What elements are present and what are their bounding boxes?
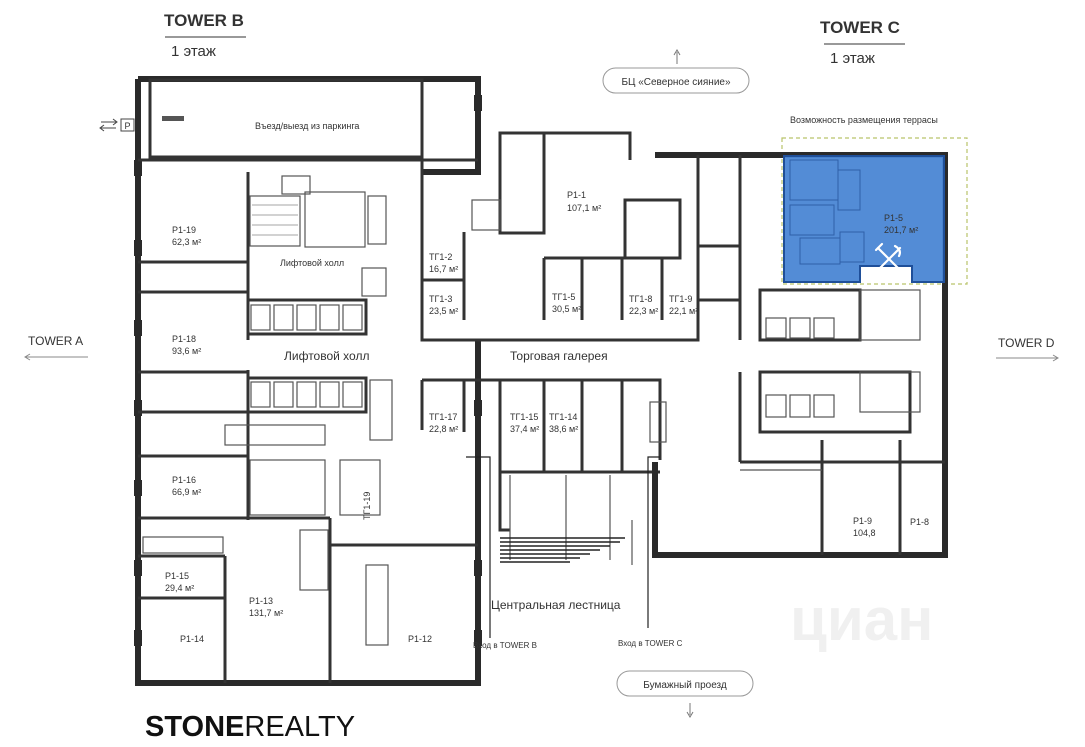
svg-text:107,1 м²: 107,1 м² [567,203,601,213]
svg-text:P1-1: P1-1 [567,190,586,200]
tg1-19-label: ТГ1-19 [362,492,372,520]
tower-c-plan: Возможность размещения террасы [652,115,968,558]
svg-text:23,5 м²: 23,5 м² [429,306,458,316]
tower-c-title: TOWER C [820,18,900,37]
svg-text:16,7 м²: 16,7 м² [429,264,458,274]
entrance-c-label: Вход в TOWER C [618,639,683,648]
svg-text:ТГ1-17: ТГ1-17 [429,412,457,422]
svg-text:P1-13: P1-13 [249,596,273,606]
west-arrow-icon [24,353,88,361]
svg-text:P: P [124,121,130,131]
parking-ramp-label: Въезд/выезд из паркинга [255,121,359,131]
room-P1-8[interactable]: P1-8 [910,517,929,527]
tower-b-title: TOWER B [164,11,244,30]
svg-text:201,7 м²: 201,7 м² [884,225,918,235]
room-TG1-14[interactable]: ТГ1-14 38,6 м² [549,412,578,434]
room-P1-16[interactable]: P1-16 66,9 м² [172,475,201,497]
svg-text:P1-19: P1-19 [172,225,196,235]
room-TG1-5[interactable]: ТГ1-5 30,5 м² [552,292,581,314]
svg-text:ТГ1-2: ТГ1-2 [429,252,452,262]
svg-text:ТГ1-3: ТГ1-3 [429,294,452,304]
tower-a-label: TOWER A [28,334,83,348]
svg-text:38,6 м²: 38,6 м² [549,424,578,434]
room-TG1-17[interactable]: ТГ1-17 22,8 м² [429,412,458,434]
room-P1-1[interactable]: P1-1 107,1 м² [567,190,601,213]
gallery-plan: Центральная лестница Торговая галерея Вх… [420,131,700,650]
svg-text:131,7 м²: 131,7 м² [249,608,283,618]
north-arrow-icon [673,49,681,64]
svg-text:ТГ1-14: ТГ1-14 [549,412,577,422]
svg-text:ТГ1-15: ТГ1-15 [510,412,538,422]
stone-realty-logo: STONEREALTY [145,711,355,743]
room-P1-15[interactable]: P1-15 29,4 м² [165,571,194,593]
svg-text:P1-15: P1-15 [165,571,189,581]
watermark: циан [790,586,933,653]
terrace-label: Возможность размещения террасы [790,115,938,125]
svg-text:STONEREALTY: STONEREALTY [145,711,355,743]
svg-text:22,8 м²: 22,8 м² [429,424,458,434]
svg-text:P1-8: P1-8 [910,517,929,527]
entrance-b-label: Вход в TOWER B [473,641,537,650]
room-P1-14[interactable]: P1-14 [180,634,204,644]
south-street-pill: Бумажный проезд [643,680,727,691]
room-TG1-2[interactable]: ТГ1-2 16,7 м² [429,252,458,274]
svg-text:P1-5: P1-5 [884,213,903,223]
lift-hall-label: Лифтовой холл [284,349,369,363]
room-TG1-3[interactable]: ТГ1-3 23,5 м² [429,294,458,316]
tower-b-floor: 1 этаж [171,43,216,60]
room-TG1-8[interactable]: ТГ1-8 22,3 м² [629,294,658,316]
svg-text:P1-16: P1-16 [172,475,196,485]
svg-text:30,5 м²: 30,5 м² [552,304,581,314]
tower-b-plan: Въезд/выезд из паркинга [134,76,482,686]
svg-text:P1-9: P1-9 [853,516,872,526]
svg-text:P1-18: P1-18 [172,334,196,344]
parking-sign-icon: P [99,118,135,132]
tower-c-floor: 1 этаж [830,50,875,67]
north-building-pill: БЦ «Северное сияние» [621,77,731,88]
svg-text:P1-14: P1-14 [180,634,204,644]
south-arrow-icon [686,703,694,718]
room-P1-13[interactable]: P1-13 131,7 м² [249,596,283,618]
tower-d-label: TOWER D [998,336,1055,350]
lift-hall-small-label: Лифтовой холл [280,258,344,268]
central-stairs-icon [500,537,625,563]
svg-text:ТГ1-5: ТГ1-5 [552,292,575,302]
east-arrow-icon [996,354,1059,362]
svg-text:62,3 м²: 62,3 м² [172,237,201,247]
svg-text:29,4 м²: 29,4 м² [165,583,194,593]
svg-text:37,4 м²: 37,4 м² [510,424,539,434]
room-P1-19[interactable]: P1-19 62,3 м² [172,225,201,247]
central-stairs-label: Центральная лестница [491,598,621,612]
room-P1-9[interactable]: P1-9 104,8 [853,516,876,538]
gallery-label: Торговая галерея [510,349,608,363]
svg-text:22,3 м²: 22,3 м² [629,306,658,316]
room-P1-5-highlight[interactable] [783,155,945,283]
svg-text:ТГ1-8: ТГ1-8 [629,294,652,304]
svg-text:104,8: 104,8 [853,528,876,538]
room-TG1-15[interactable]: ТГ1-15 37,4 м² [510,412,539,434]
svg-text:ТГ1-9: ТГ1-9 [669,294,692,304]
restaurant-icon [874,242,902,272]
svg-text:66,9 м²: 66,9 м² [172,487,201,497]
room-P1-12[interactable]: P1-12 [408,634,432,644]
room-P1-18[interactable]: P1-18 93,6 м² [172,334,201,356]
svg-text:93,6 м²: 93,6 м² [172,346,201,356]
svg-text:P1-12: P1-12 [408,634,432,644]
room-TG1-9[interactable]: ТГ1-9 22,1 м² [669,294,698,316]
svg-text:22,1 м²: 22,1 м² [669,306,698,316]
room-P1-5[interactable]: P1-5 201,7 м² [884,213,918,235]
